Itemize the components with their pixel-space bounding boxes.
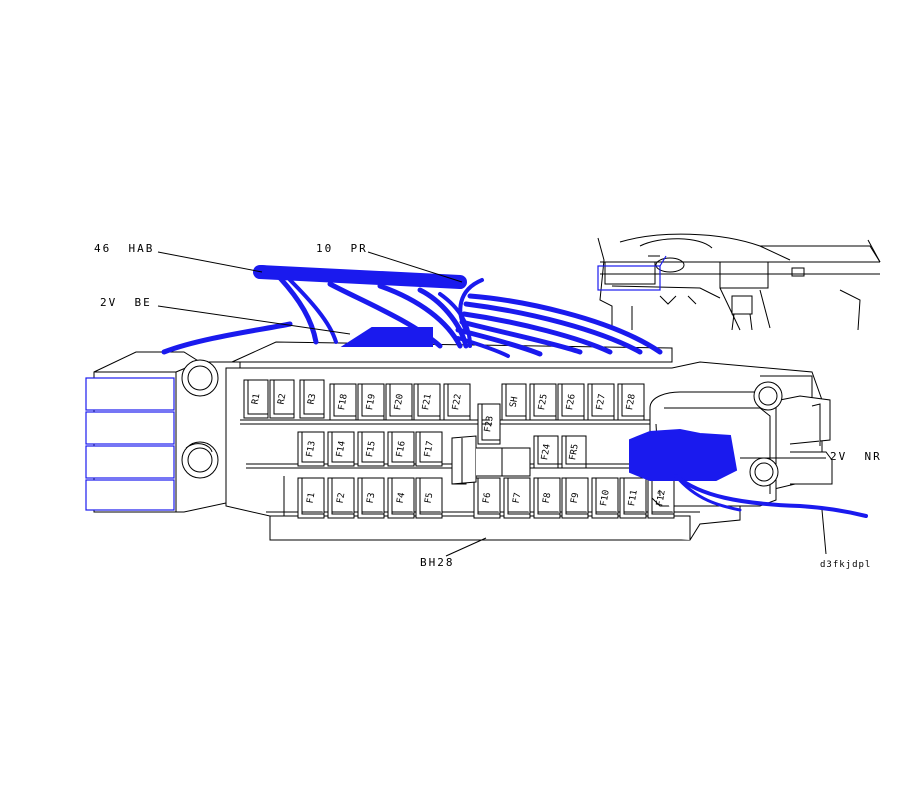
- fuse-label: R3: [307, 393, 319, 405]
- fuse-label: F25: [537, 393, 550, 411]
- fuse-slot-upper: F25: [529, 383, 557, 421]
- relay-slot: R3: [299, 379, 325, 419]
- label-2v-nr: 2V NR: [830, 450, 882, 463]
- fuse-label: F5: [424, 492, 436, 504]
- fuse-label: F23: [483, 415, 496, 433]
- fuse-label: R1: [251, 393, 263, 405]
- fuse-slot-middle: F17: [415, 431, 443, 467]
- leader-pr: [367, 251, 463, 283]
- fuse-label: F6: [482, 492, 494, 504]
- fuse-slot-middle: F15: [357, 431, 385, 467]
- fuse-label: F26: [565, 393, 578, 411]
- fuse-label: F19: [365, 393, 378, 411]
- fuse-label: F12: [655, 489, 668, 507]
- fuse-slot-middle: F13: [297, 431, 325, 467]
- drawing-reference-code: d3fkjdpl: [820, 560, 872, 570]
- fuse-slot-lower: F10: [591, 477, 619, 519]
- fuse-label: F7: [512, 492, 524, 504]
- mounting-hole-left-upper: [181, 359, 219, 397]
- fuse-label: SH: [509, 396, 521, 408]
- fuse-label: F16: [395, 440, 408, 458]
- relay-slot: R2: [269, 379, 295, 419]
- label-10-pr: 10 PR: [316, 242, 368, 255]
- fuse-slot-upper: F28: [617, 383, 645, 421]
- fuse-label: F17: [423, 440, 436, 458]
- fuse-label: F1: [306, 492, 318, 504]
- label-2v-be: 2V BE: [100, 296, 152, 309]
- fuse-slot-lower: F1: [297, 477, 325, 519]
- mounting-hole-right: [753, 381, 783, 411]
- leader-ref: [821, 509, 827, 555]
- fuse-label: F27: [595, 393, 608, 411]
- fuse-label: R2: [277, 393, 289, 405]
- fuse-label: FR5: [568, 443, 581, 461]
- fuse-label: F3: [366, 492, 378, 504]
- fuse-label: F9: [570, 492, 582, 504]
- fuse-slot-upper: F19: [357, 383, 385, 421]
- fuse-slot-lower: F6: [473, 477, 501, 519]
- fuse-label: F13: [305, 440, 318, 458]
- fuse-slot-upper: F27: [587, 383, 615, 421]
- relay-slot: R1: [243, 379, 269, 419]
- fuse-slot-upper: F18: [329, 383, 357, 421]
- fuse-slot-upper: F20: [385, 383, 413, 421]
- fuse-slot-lower: F11: [619, 477, 647, 519]
- fuse-slot-middle: F14: [327, 431, 355, 467]
- fuse-label: F22: [451, 393, 464, 411]
- fuse-slot-middle: F24: [533, 435, 559, 469]
- shunt-slot: SH: [501, 383, 527, 421]
- label-bh28: BH28: [420, 556, 455, 569]
- fuse-label: F14: [335, 440, 348, 458]
- wiring-harness: [161, 265, 868, 518]
- fuse-label: F10: [599, 489, 612, 507]
- fuse-box-location-highlight: [597, 255, 667, 291]
- label-46-hab: 46 HAB: [94, 242, 155, 255]
- fuse-slot-upper: F22: [443, 383, 471, 421]
- leader-lines: [157, 251, 827, 557]
- fuse-label: F21: [421, 393, 434, 411]
- fuse-slot-lower: F2: [327, 477, 355, 519]
- fuse-slot-lower: F3: [357, 477, 385, 519]
- fuse-slot-upper: F21: [413, 383, 441, 421]
- fuse-label: F15: [365, 440, 378, 458]
- fuse-label: F20: [393, 393, 406, 411]
- fuse-label: F2: [336, 492, 348, 504]
- fuse-label: F28: [625, 393, 638, 411]
- fuse-label: F18: [337, 393, 350, 411]
- fuse-slot-lower: F5: [415, 477, 443, 519]
- fuse-label: F4: [396, 492, 408, 504]
- mounting-hole-left-lower: [181, 441, 219, 479]
- fuse-slot-lower: F4: [387, 477, 415, 519]
- fuse-slot-middle: F23: [477, 403, 501, 445]
- relay-stack-left: [85, 377, 175, 511]
- leader-be: [157, 305, 351, 335]
- fuse-label: F8: [542, 492, 554, 504]
- fuse-label: F24: [540, 443, 553, 461]
- fuse-slot-middle: F16: [387, 431, 415, 467]
- fuse-slot-lower: F7: [503, 477, 531, 519]
- fuse-slot-middle: FR5: [561, 435, 587, 469]
- fuse-slot-upper: F26: [557, 383, 585, 421]
- fuse-slot-lower: F8: [533, 477, 561, 519]
- mounting-hole-right-lower: [749, 457, 779, 487]
- fuse-slot-lower: F9: [561, 477, 589, 519]
- fuse-label: F11: [627, 489, 640, 507]
- leader-hab: [157, 251, 263, 273]
- leader-bh: [445, 537, 487, 557]
- mini-junction-block: [451, 435, 531, 485]
- dashboard-location-icon: [597, 233, 881, 331]
